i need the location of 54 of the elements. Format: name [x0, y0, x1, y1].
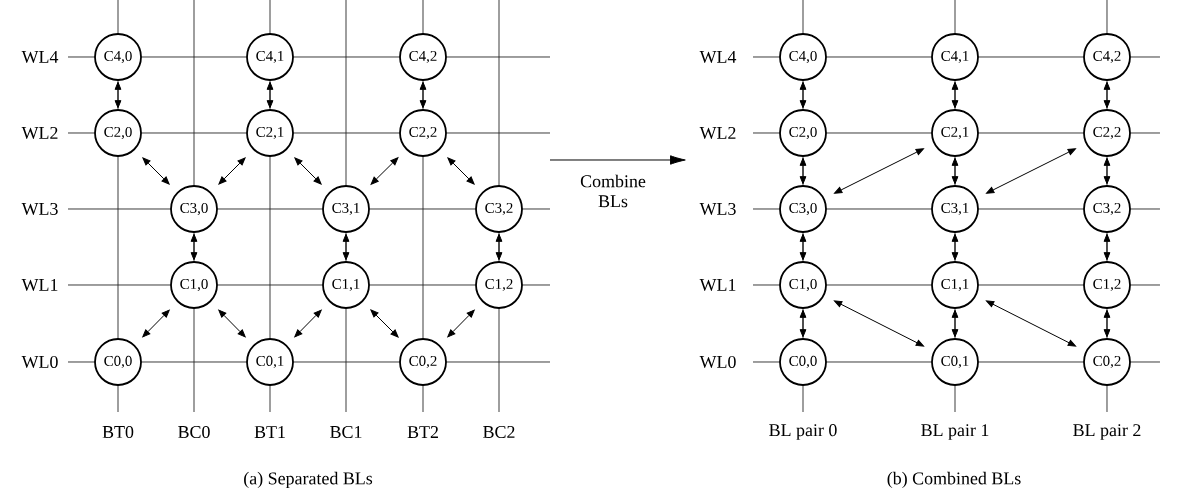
double-arrow: [495, 233, 503, 261]
caption: (a) Separated BLs: [244, 471, 373, 489]
caption: (b) Combined BLs: [887, 471, 1021, 489]
bitline-label: BL pair 2: [1073, 424, 1141, 440]
double-arrow: [266, 81, 274, 109]
double-arrow: [799, 157, 807, 185]
wordline-label: WL1: [21, 278, 58, 292]
double-arrow: [218, 157, 246, 185]
wordline-label: WL4: [21, 50, 59, 64]
arrow-label: Combine BLs: [580, 174, 646, 208]
double-arrow: [799, 81, 807, 109]
double-arrow: [986, 148, 1076, 194]
double-arrow: [1103, 233, 1111, 261]
double-arrow: [419, 81, 427, 109]
wordline-label: WL2: [21, 126, 58, 140]
double-arrow: [951, 309, 959, 338]
wordline-label: WL0: [699, 355, 736, 369]
double-arrow: [142, 309, 170, 338]
double-arrow: [190, 233, 198, 261]
bitline-label: BL pair 1: [921, 424, 989, 440]
double-arrow: [294, 309, 322, 338]
double-arrow: [834, 148, 924, 194]
double-arrow: [951, 81, 959, 109]
wordline-label: WL2: [699, 126, 736, 140]
double-arrow: [447, 157, 475, 185]
double-arrow: [799, 309, 807, 338]
bitline-label: BT2: [407, 426, 438, 438]
wordline-label: WL4: [699, 50, 737, 64]
double-arrow: [1103, 157, 1111, 185]
double-arrow: [370, 309, 399, 338]
bitline-label: BC2: [483, 425, 515, 438]
double-arrow: [1103, 309, 1111, 338]
double-arrow: [799, 233, 807, 261]
double-arrow: [951, 157, 959, 185]
wordline-label: WL0: [21, 355, 58, 369]
wordline-label: WL3: [21, 202, 58, 216]
bitline-label: BC1: [330, 425, 362, 438]
wordline-label: WL3: [699, 202, 736, 216]
double-arrow: [985, 300, 1077, 347]
double-arrow: [218, 309, 246, 338]
double-arrow: [342, 233, 350, 261]
bitline-label: BT0: [102, 425, 134, 439]
double-arrow: [447, 309, 475, 338]
bitline-label: BL pair 0: [769, 424, 837, 440]
double-arrow: [1103, 81, 1111, 109]
double-arrow: [142, 157, 170, 185]
double-arrow: [951, 233, 959, 261]
double-arrow: [370, 157, 399, 185]
bitline-label: BT1: [254, 426, 285, 438]
wordline-label: WL1: [699, 278, 736, 292]
double-arrow: [114, 81, 122, 109]
double-arrow: [833, 300, 925, 347]
bitline-label: BC0: [178, 425, 210, 439]
double-arrow: [294, 157, 322, 185]
